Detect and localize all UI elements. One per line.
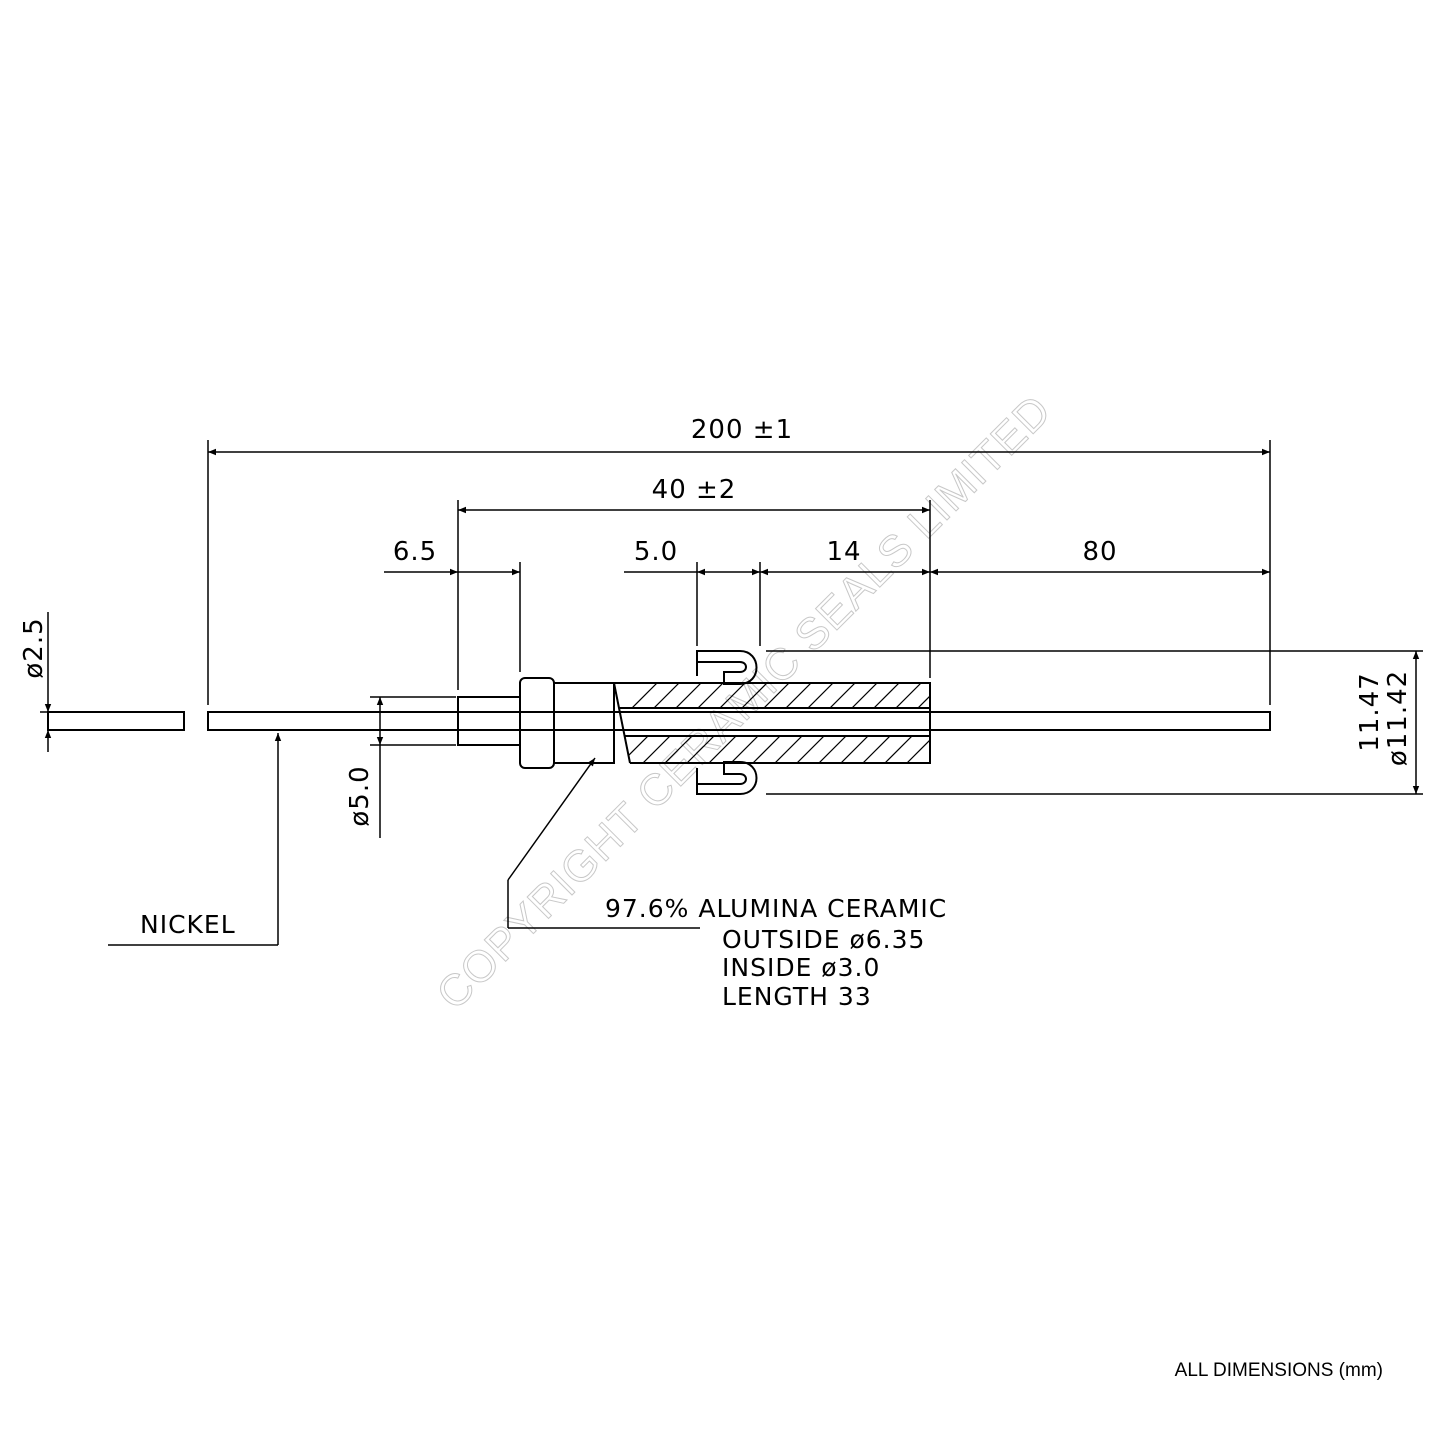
dim-body-length: 40 ±2 (652, 475, 737, 505)
nickel-wire (207, 711, 1271, 731)
hatch-line (735, 683, 847, 708)
hatch-line (691, 736, 803, 763)
leader-lines (108, 733, 700, 946)
hatch-line (614, 683, 671, 708)
ceramic-tube-outline (614, 682, 931, 764)
hatch-line (691, 683, 803, 708)
dim-flange-diameter: ø11.42 (1383, 670, 1413, 766)
label-ceramic-inside: INSIDE ø3.0 (722, 953, 880, 982)
hatch-line (779, 736, 891, 763)
dim-flange-width: 5.0 (634, 537, 678, 567)
hatch-line (823, 683, 930, 708)
ceramic-body (553, 682, 615, 764)
footer-units-note: ALL DIMENSIONS (mm) (1175, 1360, 1383, 1381)
ceramic-end-cap (519, 677, 555, 769)
hatch-line (801, 683, 913, 708)
hatch-line (779, 683, 891, 708)
hatch-top (614, 670, 1088, 780)
dim-flange-height: 11.47 (1355, 672, 1385, 751)
hatch-line (614, 683, 693, 708)
hatch-line (647, 736, 759, 763)
dim-wire-diameter: ø2.5 (19, 617, 49, 678)
part-geometry (47, 650, 1271, 795)
dim-ceramic-exposed: 14 (826, 537, 861, 567)
label-ceramic-title: 97.6% ALUMINA CERAMIC (605, 894, 947, 923)
dim-collar-diameter: ø5.0 (345, 765, 375, 826)
flange-clip-top (696, 650, 758, 685)
label-ceramic-outside: OUTSIDE ø6.35 (722, 925, 925, 954)
dim-collar-length: 6.5 (393, 537, 437, 567)
hatch-line (614, 683, 715, 708)
wire-stub-left (47, 711, 185, 731)
label-nickel: NICKEL (140, 910, 236, 939)
hatch-line (713, 683, 825, 708)
hatch-line (934, 670, 1044, 780)
hatch-line (845, 736, 930, 763)
hatch-line (889, 736, 930, 763)
hatch-line (647, 683, 759, 708)
hatch-line (669, 736, 781, 763)
hatch-line (757, 736, 869, 763)
collar (457, 696, 521, 746)
hatch-line (625, 683, 737, 708)
hatch-line (956, 670, 1066, 780)
hatch-line (669, 683, 781, 708)
label-ceramic-length: LENGTH 33 (722, 982, 872, 1011)
flange-clip-bottom (696, 761, 758, 795)
hatch-line (978, 670, 1088, 780)
dimension-lines (44, 448, 1420, 838)
hatch-line (801, 736, 913, 763)
extension-lines (40, 440, 1423, 795)
dim-overall-length: 200 ±1 (691, 415, 793, 445)
hatch-line (757, 683, 869, 708)
hatch-line (735, 736, 847, 763)
hatch-line (823, 736, 930, 763)
hatch-line (867, 736, 930, 763)
hatch-line (934, 670, 1044, 780)
hatch-line (978, 670, 1088, 780)
break-line (613, 682, 631, 764)
dim-pin-projection: 80 (1082, 537, 1117, 567)
hatch-line (956, 670, 1066, 780)
hatch-line (625, 736, 737, 763)
